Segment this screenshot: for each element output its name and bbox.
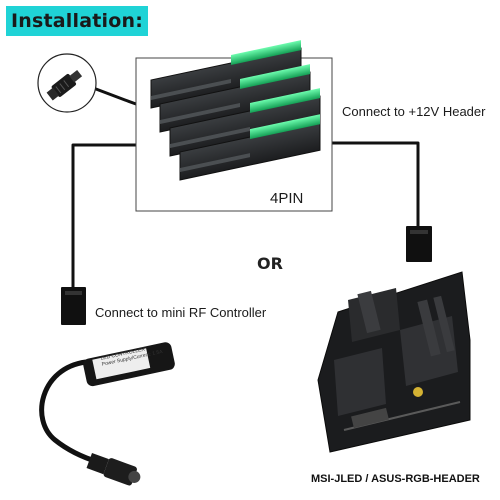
ram-heatsink-icon — [150, 40, 321, 181]
connector-plug-icon — [37, 53, 97, 113]
cable-right — [332, 141, 420, 228]
rf-controller-icon — [39, 342, 175, 486]
cable-plug — [87, 84, 137, 106]
connector-female-icon — [406, 226, 432, 262]
cable-left — [71, 143, 136, 287]
connector-female-icon-left — [61, 287, 86, 325]
label-or: OR — [257, 254, 283, 273]
page-title: Installation: — [10, 10, 144, 32]
label-12v-header: Connect to +12V Header — [342, 104, 486, 119]
title-banner: Installation: — [6, 6, 148, 36]
label-4pin: 4PIN — [270, 190, 304, 207]
cables — [71, 84, 420, 287]
label-rf-controller: Connect to mini RF Controller — [95, 305, 267, 320]
motherboard-icon — [317, 271, 471, 453]
label-motherboard-header: MSI-JLED / ASUS-RGB-HEADER — [311, 473, 480, 485]
